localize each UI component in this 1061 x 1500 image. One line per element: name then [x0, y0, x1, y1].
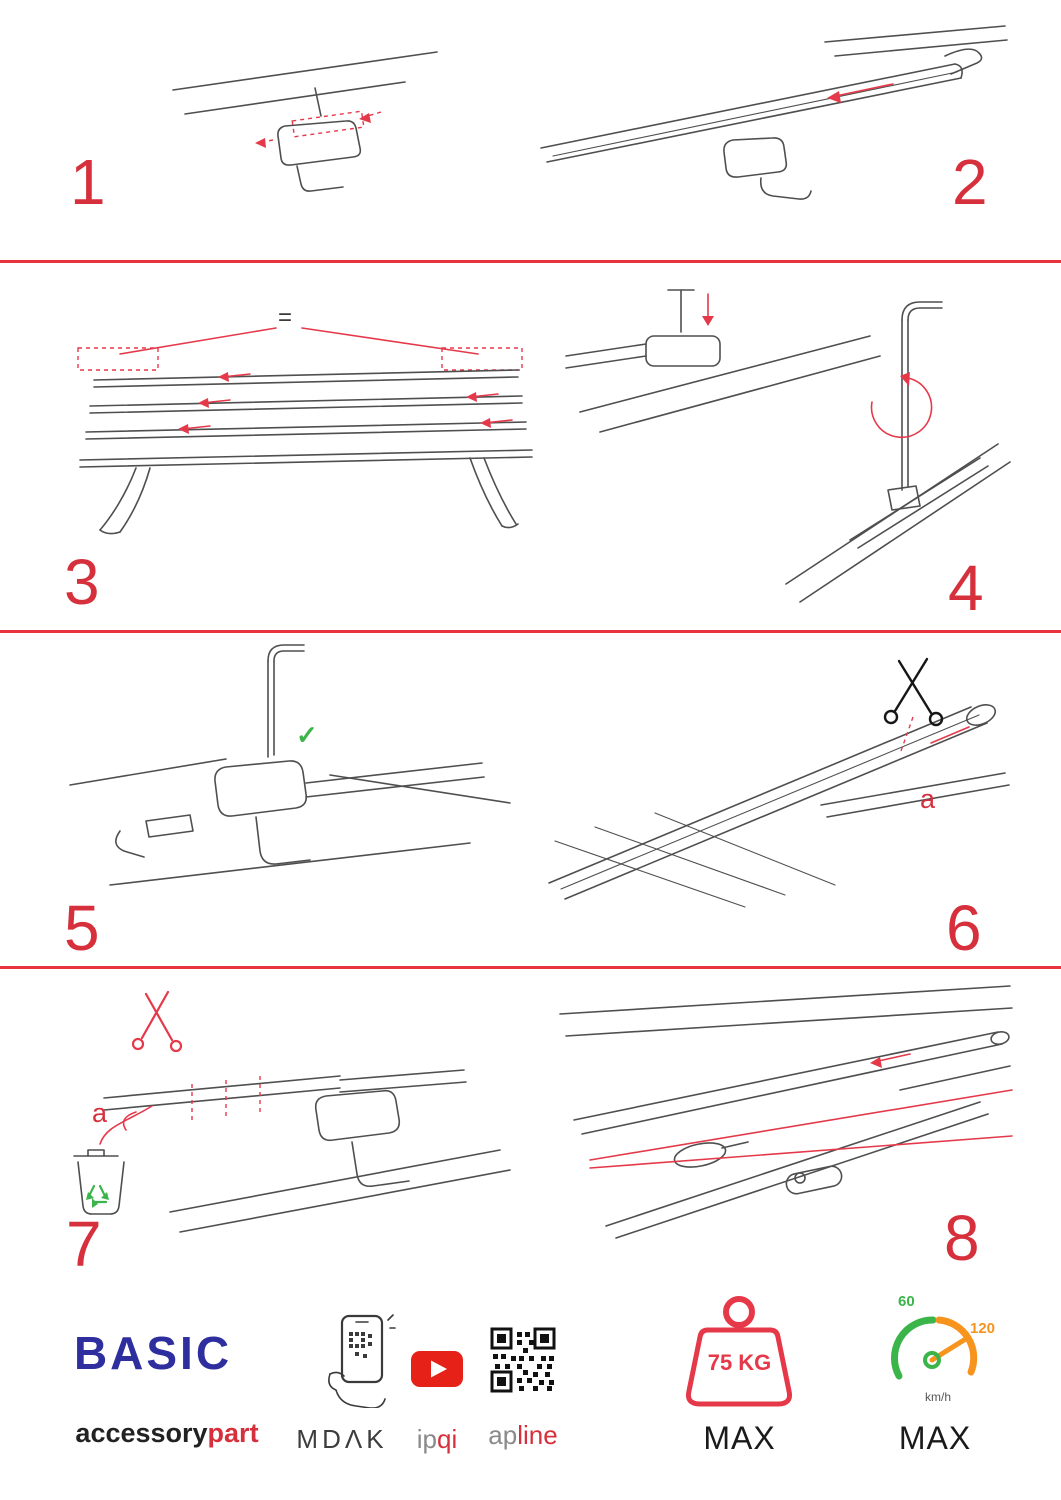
- scissors-red-icon: [131, 990, 183, 1053]
- speed-60-label: 60: [898, 1293, 915, 1310]
- strip-label-a-2: a: [92, 1098, 108, 1128]
- section-divider-1: [0, 260, 1061, 263]
- mdak-logo: MDΛK: [296, 1424, 388, 1454]
- equal-spacing-label: =: [278, 304, 293, 331]
- step-5-drawing: [69, 644, 511, 886]
- ipqi-logo-gray: ip: [416, 1424, 437, 1454]
- step-2-drawing: [540, 25, 1008, 200]
- speedometer-icon: [890, 1316, 978, 1380]
- apline-logo-red: line: [517, 1420, 558, 1450]
- max-weight-label: MAX: [703, 1420, 776, 1456]
- speed-unit-label: km/h: [924, 1390, 951, 1404]
- step-7-number: 7: [66, 1208, 103, 1280]
- strip-label-a: a: [920, 784, 936, 814]
- brand-logo-black: accessory: [75, 1418, 208, 1448]
- step-4-number: 4: [948, 552, 985, 624]
- recycle-icon: [86, 1184, 109, 1208]
- phone-qr-icon: [328, 1314, 396, 1408]
- brand-logo: accessorypart: [57, 1418, 277, 1449]
- apline-logo-gray: ap: [488, 1420, 518, 1450]
- step-8-drawing: [559, 985, 1013, 1239]
- step-7-drawing: [73, 990, 511, 1233]
- speed-120-label: 120: [970, 1320, 996, 1337]
- youtube-icon: [411, 1351, 463, 1387]
- step-4-drawing: [565, 289, 1011, 603]
- max-weight-value: 75 KG: [707, 1350, 772, 1375]
- ipqi-logo: ipqi: [402, 1424, 472, 1455]
- scissors-icon: [883, 657, 944, 727]
- max-speed-label: MAX: [898, 1420, 972, 1456]
- trash-icon: [73, 1149, 125, 1215]
- section-divider-2: [0, 630, 1061, 633]
- brand-logo-red: part: [207, 1418, 259, 1448]
- check-icon: ✓: [296, 720, 318, 750]
- section-divider-3: [0, 966, 1061, 969]
- step-3-number: 3: [64, 546, 101, 618]
- max-weight-icon: [686, 1296, 792, 1407]
- step-6-drawing: [548, 657, 1010, 908]
- step-8-number: 8: [944, 1202, 981, 1274]
- product-name: BASIC: [73, 1327, 233, 1379]
- step-1-number: 1: [70, 146, 107, 218]
- ipqi-logo-red: qi: [437, 1424, 458, 1454]
- step-5-number: 5: [64, 892, 101, 964]
- step-2-number: 2: [952, 146, 989, 218]
- step-1-drawing: [172, 51, 438, 192]
- apline-logo: apline: [478, 1420, 568, 1451]
- step-6-number: 6: [946, 892, 983, 964]
- step-3-drawing: [77, 327, 533, 535]
- qr-code-icon: [490, 1327, 556, 1393]
